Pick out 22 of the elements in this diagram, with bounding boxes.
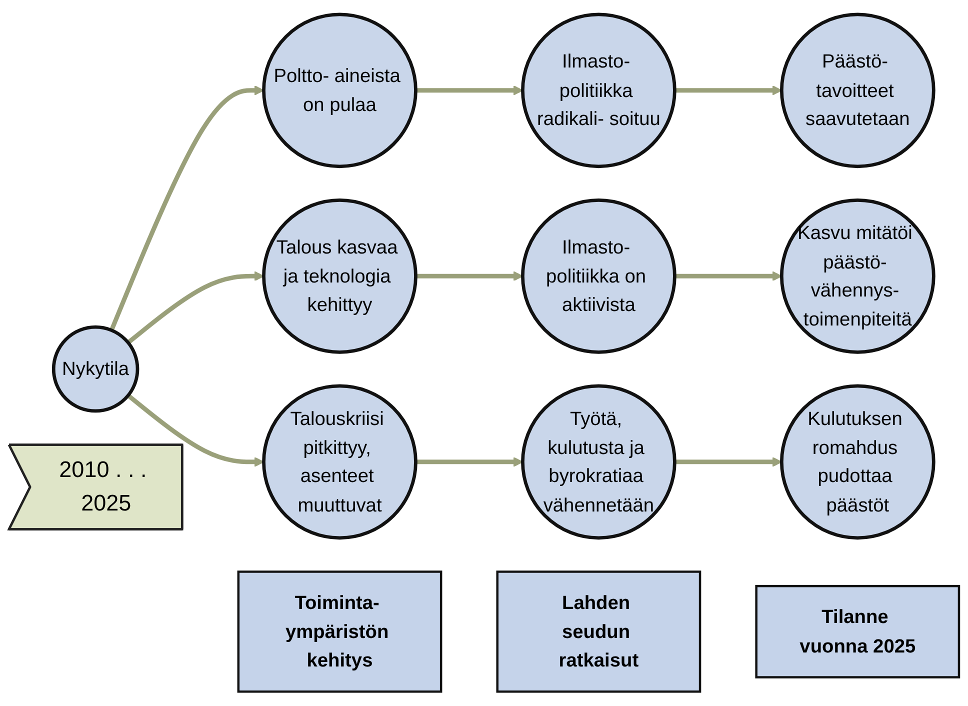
node-circle: Nykytila [52, 325, 140, 413]
node-circle: Ilmasto- politiikka radikali- soituu [521, 12, 676, 168]
node-circle: Kasvu mitätöi päästö- vähennys- toimenpiteitä [780, 198, 936, 354]
node-circle: Ilmasto- politiikka on aktiivista [521, 198, 676, 354]
arrow [674, 271, 782, 282]
node-box: Toiminta- ympäristön kehitys [237, 570, 442, 693]
node-circle: Poltto- aineista on pulaa [262, 12, 418, 168]
arrow [416, 271, 524, 282]
arrow [109, 85, 264, 332]
node-circle: Talouskriisi pitkittyy, asenteet muuttuvat [262, 384, 418, 540]
arrow [126, 394, 264, 467]
node-circle: Talous kasvaa ja teknologia kehittyy [262, 198, 418, 354]
arrow [416, 85, 524, 96]
arrow [674, 456, 782, 467]
arrow [126, 271, 264, 344]
node-circle: Työtä, kulutusta ja byrokratiaa vähennetään [521, 384, 676, 540]
node-circle: Kulutuksen romahdus pudottaa päästöt [780, 384, 936, 540]
node-box: Lahden seudun ratkaisut [496, 570, 702, 693]
node-circle: Päästö- tavoitteet saavutetaan [780, 12, 936, 168]
arrow [674, 85, 782, 96]
arrow [416, 456, 524, 467]
node-box: Tilanne vuonna 2025 [755, 584, 960, 678]
